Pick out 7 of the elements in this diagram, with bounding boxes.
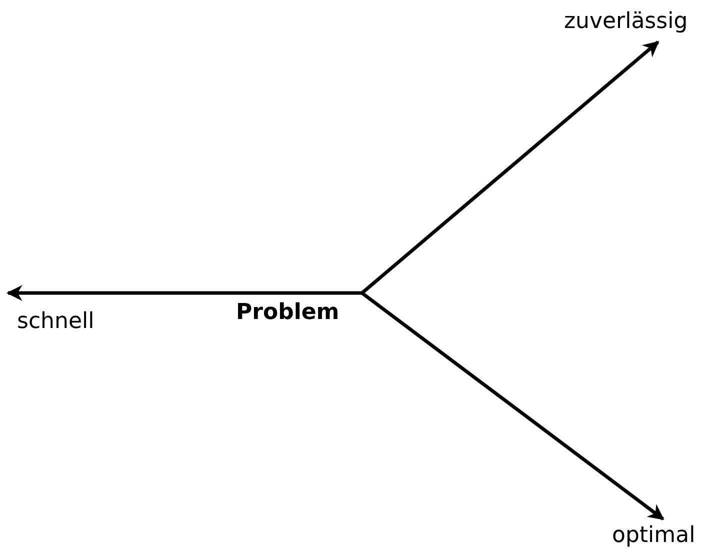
direction-label: schnell <box>17 309 94 335</box>
direction-label: optimal <box>612 523 696 549</box>
arrow <box>6 285 362 301</box>
arrow <box>360 292 664 520</box>
center-label: Problem <box>236 300 340 326</box>
direction-label: zuverlässig <box>564 9 688 35</box>
arrow <box>360 40 660 294</box>
